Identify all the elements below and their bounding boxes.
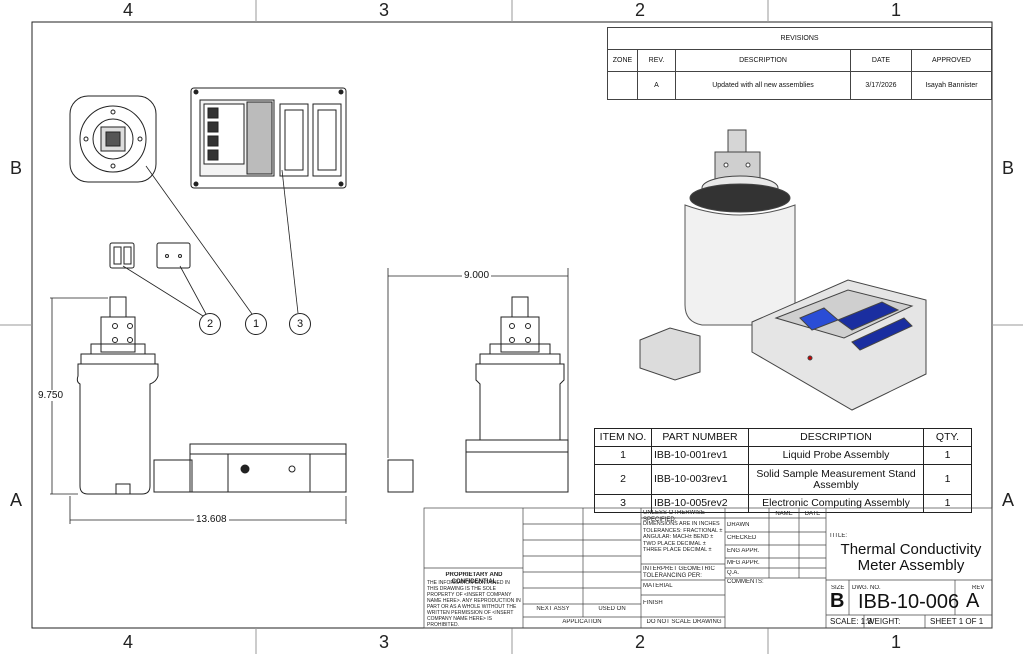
finish-label: FINISH (643, 600, 663, 606)
role-qa: Q.A. (727, 570, 740, 576)
drawing-number: IBB-10-006 (858, 591, 960, 613)
zone-right-b: B (1001, 158, 1014, 178)
rev-row-rev: A (637, 71, 676, 100)
bom-part-number: IBB-10-003rev1 (651, 464, 749, 495)
used-on-label: USED ON (598, 606, 626, 612)
zone-top-1: 1 (890, 0, 901, 20)
next-assy-label: NEXT ASSY (536, 606, 570, 612)
front-view (76, 296, 347, 495)
balloon-item-3: 3 (289, 313, 311, 335)
dwg-no-label: DWG. NO. (852, 585, 881, 591)
zone-top-2: 2 (634, 0, 645, 20)
revisions-table: REVISIONS ZONE REV. DESCRIPTION DATE APP… (607, 27, 992, 100)
bom-item-no: 2 (594, 464, 652, 495)
name-header: NAME (775, 511, 793, 517)
dim-width: 13.608 (194, 514, 229, 525)
bill-of-materials: ITEM NO. PART NUMBER DESCRIPTION QTY. 1 … (594, 428, 972, 513)
dim-side-width: 9.000 (462, 270, 492, 281)
size-label: SIZE (831, 585, 845, 591)
zone-right-a: A (1001, 490, 1014, 510)
drawing-title: Thermal Conductivity Meter Assembly (840, 541, 982, 574)
role-eng-appr: ENG APPR. (727, 548, 760, 554)
role-mfg-appr: MFG APPR. (727, 560, 760, 566)
balloon-item-2: 2 (199, 313, 221, 335)
sheet-label: SHEET 1 OF 1 (930, 617, 984, 626)
role-drawn: DRAWN (727, 522, 750, 528)
unless-specified: UNLESS OTHERWISE SPECIFIED: (643, 510, 705, 523)
bom-row: 1 IBB-10-001rev1 Liquid Probe Assembly 1 (594, 446, 972, 465)
title-label: TITLE: (829, 533, 848, 539)
rev-row-description: Updated with all new assemblies (675, 71, 851, 100)
balloon-item-1: 1 (245, 313, 267, 335)
zone-left-b: B (9, 158, 22, 178)
zone-top-3: 3 (378, 0, 389, 20)
small-parts (109, 242, 191, 269)
zone-bottom-3: 3 (378, 632, 389, 652)
interpret-tolerancing: INTERPRET GEOMETRIC TOLERANCING PER: (643, 566, 715, 579)
material-label: MATERIAL (643, 583, 673, 589)
date-header: DATE (804, 511, 821, 517)
electronics-top-view (190, 87, 347, 189)
do-not-scale-label: DO NOT SCALE DRAWING (646, 619, 722, 625)
dim-height: 9.750 (36, 390, 66, 401)
role-checked: CHECKED (727, 535, 757, 541)
zone-top-4: 4 (122, 0, 133, 20)
rev-value: A (966, 590, 980, 612)
scale-label: SCALE: 1:3 (830, 617, 872, 626)
proprietary-text: THE INFORMATION CONTAINED IN THIS DRAWIN… (427, 580, 521, 626)
zone-bottom-2: 2 (634, 632, 645, 652)
bom-description: Solid Sample Measurement Stand Assembly (748, 464, 924, 495)
rev-row-date: 3/17/2026 (850, 71, 912, 100)
isometric-view (639, 129, 927, 411)
bom-row: 2 IBB-10-003rev1 Solid Sample Measuremen… (594, 464, 972, 495)
weight-label: WEIGHT: (867, 617, 901, 626)
proprietary-title: PROPRIETARY AND CONFIDENTIAL (445, 572, 503, 585)
zone-bottom-4: 4 (122, 632, 133, 652)
zone-bottom-1: 1 (890, 632, 901, 652)
probe-top-view (69, 95, 157, 183)
rev-label: REV (972, 585, 985, 591)
side-view (387, 296, 569, 493)
comments-label: COMMENTS: (727, 579, 764, 585)
size-value: B (830, 590, 845, 612)
leader-lines (122, 165, 299, 317)
zone-left-a: A (9, 490, 22, 510)
application-label: APPLICATION (562, 619, 602, 625)
tolerances: DIMENSIONS ARE IN INCHES TOLERANCES: FRA… (643, 521, 723, 553)
rev-row-approved: Isayah Bannister (911, 71, 992, 100)
